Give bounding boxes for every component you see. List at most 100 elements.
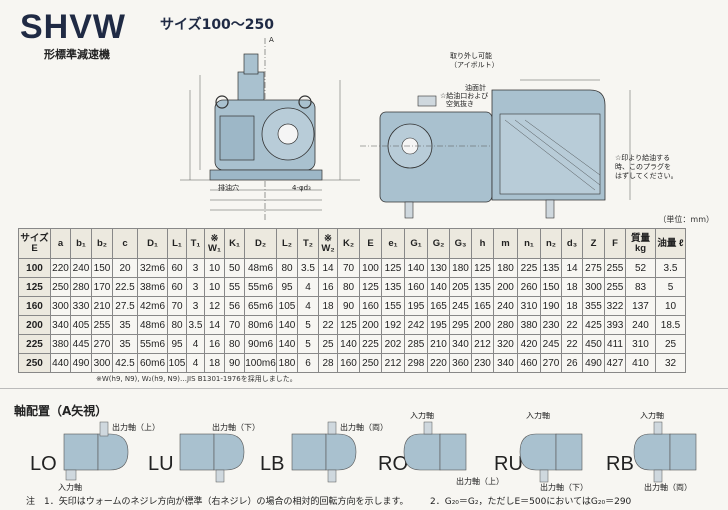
table-cell: 125	[381, 258, 405, 278]
table-cell: 460	[517, 353, 541, 373]
table-cell: 490	[582, 353, 605, 373]
table-cell: 190	[540, 296, 562, 316]
table-cell: 22	[561, 334, 583, 354]
table-cell: 125	[359, 277, 382, 297]
table-cell: 48m6	[244, 258, 277, 278]
table-cell: 35	[112, 315, 138, 335]
table-cell: 220	[427, 353, 450, 373]
divider	[0, 388, 728, 389]
column-header: ※ W₁	[204, 228, 225, 259]
table-cell: 212	[471, 334, 494, 354]
table-cell: 405	[70, 315, 92, 335]
table-cell: 3	[186, 258, 205, 278]
table-cell: 135	[540, 258, 562, 278]
table-cell: 12	[204, 296, 225, 316]
table-cell: 4	[297, 296, 319, 316]
column-header: L₂	[276, 228, 298, 259]
size-cell: 225	[18, 334, 51, 354]
output-label: 出力軸（両）	[644, 482, 692, 492]
table-cell: 225	[359, 334, 382, 354]
table-cell: 165	[471, 296, 494, 316]
arrangement-lb: LB 出力軸（両）	[260, 421, 388, 483]
table-cell: 210	[427, 334, 450, 354]
table-cell: 5	[297, 334, 319, 354]
table-cell: 14	[561, 258, 583, 278]
table-cell: 22	[318, 315, 338, 335]
table-cell: 160	[337, 353, 360, 373]
table-cell: 105	[276, 296, 298, 316]
table-cell: 100m6	[244, 353, 277, 373]
table-cell: 180	[276, 353, 298, 373]
arrangement-code: LU	[148, 453, 174, 475]
table-cell: 80	[224, 334, 245, 354]
table-cell: 135	[381, 277, 405, 297]
table-cell: 393	[604, 315, 626, 335]
column-header: b₁	[70, 228, 92, 259]
table-cell: 445	[70, 334, 92, 354]
column-header: 油量 ℓ	[655, 228, 686, 259]
table-cell: 140	[276, 334, 298, 354]
table-cell: 255	[604, 258, 626, 278]
column-header: b₂	[91, 228, 113, 259]
table-cell: 200	[359, 315, 382, 335]
input-label: 入力軸	[410, 412, 434, 420]
table-cell: 35	[112, 334, 138, 354]
oil-gauge-label: 油面計	[465, 83, 486, 92]
column-header: c	[112, 228, 138, 259]
table-cell: 27.5	[112, 296, 138, 316]
table-cell: 200	[471, 315, 494, 335]
column-header: n₂	[540, 228, 562, 259]
table-cell: 425	[582, 315, 605, 335]
arrangement-ro: RO 入力軸 出力軸（上）	[378, 412, 504, 486]
table-cell: 5	[655, 277, 686, 297]
output-label: 出力軸（上）	[112, 422, 160, 432]
column-header: Z	[582, 228, 605, 259]
table-cell: 285	[404, 334, 428, 354]
table-cell: 60	[167, 277, 187, 297]
arrangement-code: RU	[494, 453, 523, 475]
table-cell: 140	[276, 315, 298, 335]
table-cell: 5	[297, 315, 319, 335]
table-cell: 245	[540, 334, 562, 354]
column-header: T₂	[297, 228, 319, 259]
table-cell: 25	[655, 334, 686, 354]
table-cell: 320	[493, 334, 518, 354]
unit-label: （単位：mm）	[658, 215, 714, 224]
table-cell: 140	[427, 277, 450, 297]
table-cell: 140	[404, 258, 428, 278]
table-cell: 55	[224, 277, 245, 297]
table-cell: 230	[540, 315, 562, 335]
table-cell: 20	[112, 258, 138, 278]
table-cell: 250	[50, 277, 71, 297]
column-header: T₁	[186, 228, 205, 259]
table-cell: 200	[493, 277, 518, 297]
table-cell: 192	[381, 315, 405, 335]
input-label: 入力軸	[526, 412, 550, 420]
table-cell: 195	[404, 296, 428, 316]
table-cell: 18	[561, 296, 583, 316]
arrangement-code: RB	[606, 453, 634, 475]
table-cell: 22	[561, 315, 583, 335]
table-cell: 300	[582, 277, 605, 297]
table-cell: 10	[204, 258, 225, 278]
table-cell: 16	[318, 277, 338, 297]
table-cell: 14	[318, 258, 338, 278]
table-note: ※W(h9, N9), W₂(h9, N9)…JIS B1301-1976を採用…	[96, 375, 297, 383]
input-label: 入力軸	[58, 482, 82, 492]
size-cell: 160	[18, 296, 51, 316]
table-cell: 195	[427, 315, 450, 335]
table-cell: 140	[337, 334, 360, 354]
note2-label: 時、このプラグを	[615, 162, 671, 171]
table-cell: 220	[50, 258, 71, 278]
table-cell: 310	[625, 334, 656, 354]
table-cell: 242	[404, 315, 428, 335]
note1-label: ☆印より給油する	[615, 153, 670, 162]
table-cell: 18	[318, 296, 338, 316]
table-cell: 240	[625, 315, 656, 335]
table-cell: 50	[224, 258, 245, 278]
